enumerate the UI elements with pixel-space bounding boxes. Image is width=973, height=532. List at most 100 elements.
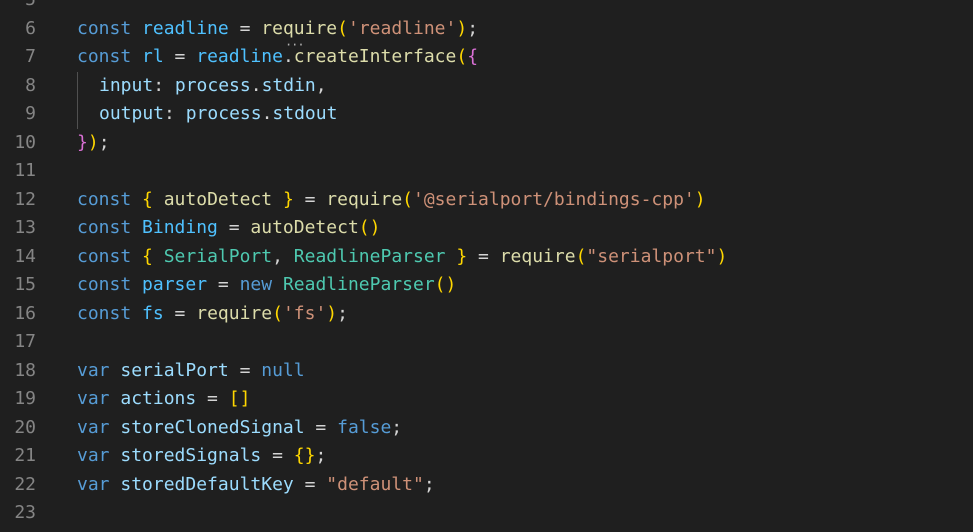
line-number: 19	[14, 388, 36, 409]
code-token: const	[77, 245, 132, 267]
code-token: readline	[196, 46, 283, 67]
line-content: const readline = require('readline');	[77, 15, 478, 44]
line-content: var storedSignals = {};	[77, 442, 326, 471]
line-content: const { SerialPort, ReadlineParser } = r…	[77, 243, 727, 272]
code-token: storeClonedSignal	[120, 416, 305, 438]
code-token: .	[261, 103, 273, 124]
code-token: 'readline'	[347, 17, 457, 39]
code-line[interactable]: 23	[0, 499, 973, 528]
code-token	[272, 274, 283, 295]
code-token: }	[77, 131, 88, 153]
code-token: process	[185, 103, 262, 124]
code-token: stdin	[261, 74, 316, 96]
code-token: =	[293, 473, 327, 495]
line-number: 17	[14, 331, 36, 352]
code-token: ReadlineParser	[282, 274, 435, 295]
code-token: ,	[315, 74, 327, 96]
code-line[interactable]: 6 const readline = require('readline');	[0, 15, 973, 44]
line-content: });	[77, 129, 110, 158]
code-token: "serialport"	[586, 245, 717, 267]
code-token: :	[153, 74, 175, 96]
code-token: ,	[272, 245, 294, 267]
line-number: 9	[25, 103, 36, 124]
code-token: const	[77, 274, 132, 295]
code-token: =	[228, 17, 262, 39]
code-token: ()	[358, 217, 381, 238]
code-token	[131, 46, 142, 67]
code-token	[110, 445, 121, 466]
code-token: null	[261, 359, 305, 381]
code-token: q	[283, 18, 294, 39]
code-token: ;	[98, 131, 110, 153]
code-token: ;	[391, 416, 403, 438]
code-token: process	[174, 74, 251, 96]
code-token: ;	[423, 473, 435, 495]
line-number: 6	[25, 17, 36, 39]
code-token: output	[99, 103, 165, 124]
code-line[interactable]: 20 var storeClonedSignal = false;	[0, 414, 973, 443]
code-token: (	[402, 188, 413, 210]
line-number: 10	[14, 131, 36, 153]
line-number: 23	[14, 502, 36, 523]
code-token	[131, 246, 142, 267]
code-token: ;	[467, 17, 479, 39]
code-token: actions	[120, 388, 197, 409]
code-token: stdout	[272, 103, 338, 124]
code-token: var	[77, 445, 110, 466]
code-token: require	[326, 188, 403, 210]
line-content: var storeClonedSignal = false;	[77, 414, 402, 443]
code-token: }	[456, 245, 468, 267]
line-content: const fs = require('fs');	[77, 300, 348, 329]
code-token: (	[456, 46, 468, 67]
code-line[interactable]: 10});	[0, 129, 973, 158]
code-token: parser	[142, 274, 208, 295]
code-token: new	[239, 274, 273, 295]
code-token: :	[164, 103, 186, 124]
line-number: 5	[0, 0, 36, 15]
code-token	[153, 246, 164, 267]
code-token: =	[207, 274, 240, 295]
line-number: 12	[14, 188, 36, 210]
code-token	[153, 189, 164, 210]
code-token: fs	[142, 302, 164, 324]
code-token: const	[77, 217, 132, 238]
line-content: const Binding = autoDetect()	[77, 214, 380, 243]
code-line[interactable]: 5	[0, 0, 973, 15]
code-line[interactable]: 14 const { SerialPort, ReadlineParser } =…	[0, 243, 973, 272]
code-token	[110, 417, 121, 438]
line-content: input: process.stdin,	[77, 71, 327, 100]
code-token: var	[77, 388, 110, 409]
code-line[interactable]: 17	[0, 328, 973, 357]
code-token: require	[196, 302, 273, 324]
code-token	[272, 189, 283, 210]
line-number: 20	[14, 416, 36, 438]
code-token: =	[163, 46, 197, 67]
line-number: 14	[14, 245, 36, 267]
code-line[interactable]: 9 output: process.stdout	[0, 100, 973, 129]
code-token: {	[142, 188, 153, 210]
line-number: 15	[14, 274, 36, 295]
code-token: rl	[142, 46, 164, 67]
code-token: ;	[337, 302, 348, 324]
code-token: const	[77, 46, 132, 67]
code-token: input	[99, 74, 154, 96]
code-token: =	[293, 188, 327, 210]
code-line[interactable]: 11	[0, 157, 973, 186]
code-token	[131, 303, 142, 324]
code-token: }	[282, 188, 294, 210]
line-number: 18	[14, 359, 36, 381]
code-token	[110, 388, 121, 409]
code-token: )	[716, 245, 728, 267]
code-token: autoDetect	[163, 188, 273, 210]
